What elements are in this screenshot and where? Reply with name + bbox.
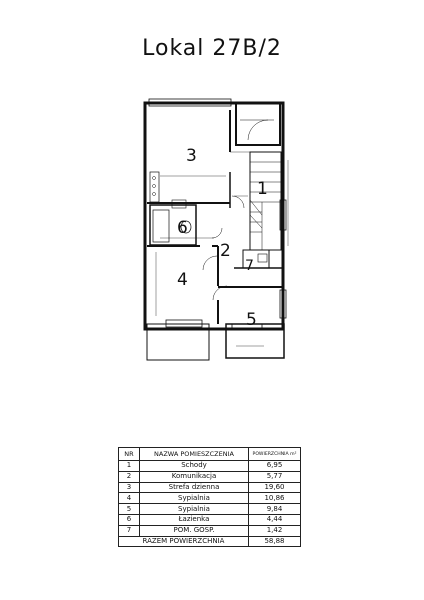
outer-wall [143, 101, 285, 331]
staircase [249, 151, 282, 251]
room-name-cell: Strefa dzienna [139, 481, 249, 494]
room-label-6: 6 [177, 218, 188, 238]
room-nr-cell: 5 [118, 503, 140, 515]
room-name-cell: Łazienka [139, 513, 249, 526]
room-area-cell: 10,86 [248, 492, 301, 505]
total-label: RAZEM POWIERZCHNIA [118, 535, 249, 548]
room-area-cell: 19,60 [248, 481, 301, 494]
bathtub [152, 209, 170, 243]
table-total-row: RAZEM POWIERZCHNIA 58,88 [118, 535, 301, 548]
room-nr-cell: 6 [118, 513, 140, 526]
total-value: 58,88 [248, 535, 301, 548]
col-name-header: NAZWA POMIESZCZENIA [139, 447, 249, 461]
col-area-header: POWIERZCHNIA m² [248, 447, 301, 461]
room-area-table: NR NAZWA POMIESZCZENIA POWIERZCHNIA m² 1… [118, 447, 301, 548]
room-area-cell: 1,42 [248, 524, 301, 537]
room-nr-cell: 7 [118, 524, 140, 537]
col-nr-header: NR [118, 447, 140, 461]
room-name-cell: POM. GOSP. [139, 524, 249, 537]
room-nr-cell: 1 [118, 460, 140, 472]
room-name-cell: Sypialnia [139, 503, 249, 515]
room-label-1: 1 [257, 179, 268, 199]
room-area-cell: 9,84 [248, 503, 301, 515]
room-nr-cell: 2 [118, 470, 140, 483]
table-header-row: NR NAZWA POMIESZCZENIA POWIERZCHNIA m² [118, 447, 301, 461]
room-label-4: 4 [177, 270, 188, 290]
room-nr-cell: 4 [118, 492, 140, 505]
room-name-cell: Sypialnia [139, 492, 249, 505]
bathroom-wall [149, 204, 197, 246]
balcony-left [146, 323, 210, 361]
room-area-cell: 4,44 [248, 513, 301, 526]
page-title: Lokal 27B/2 [142, 36, 282, 61]
room-name-cell: Komunikacja [139, 470, 249, 483]
room-label-3: 3 [186, 146, 197, 166]
room-area-cell: 5,77 [248, 470, 301, 483]
room-label-5: 5 [246, 310, 257, 330]
room-label-2: 2 [220, 241, 231, 261]
room-nr-cell: 3 [118, 481, 140, 494]
entrance-box [235, 102, 281, 146]
room-area-cell: 6,95 [248, 460, 301, 472]
room-name-cell: Schody [139, 460, 249, 472]
room-label-7: 7 [245, 258, 254, 274]
